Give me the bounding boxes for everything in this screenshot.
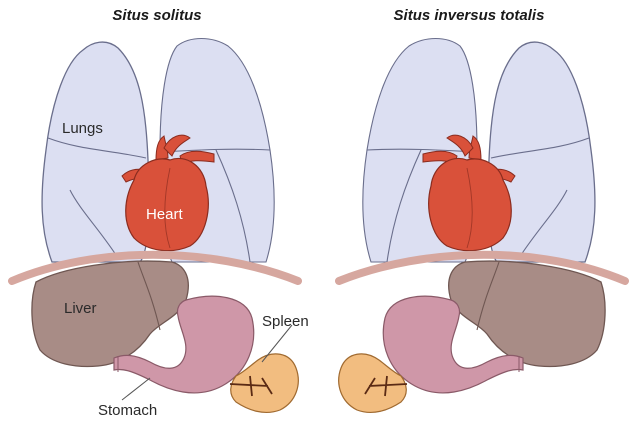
lungs-label: Lungs	[62, 120, 103, 137]
title-situs-solitus: Situs solitus	[112, 7, 201, 24]
stomach-leader-line	[122, 378, 150, 400]
stomach-label: Stomach	[98, 402, 157, 419]
situs-solitus-panel	[12, 39, 298, 413]
liver-label: Liver	[64, 300, 97, 317]
liver-illustration	[32, 261, 188, 366]
title-situs-inversus: Situs inversus totalis	[394, 7, 545, 24]
heart-label: Heart	[146, 206, 183, 223]
situs-inversus-panel	[339, 39, 625, 413]
liver-illustration	[449, 261, 605, 366]
spleen-label: Spleen	[262, 313, 309, 330]
